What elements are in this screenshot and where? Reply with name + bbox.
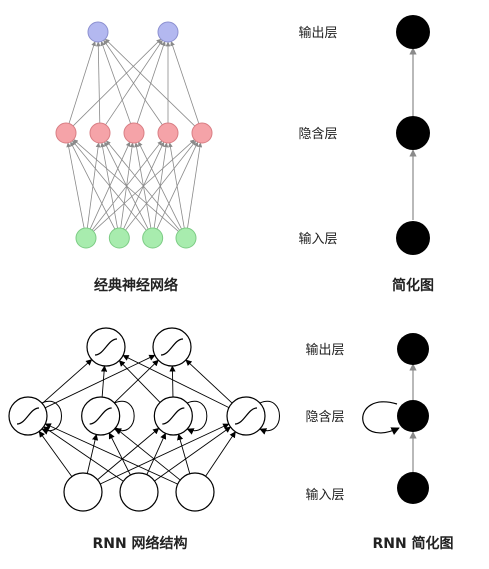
rnn-edge-hidden-output xyxy=(185,359,233,404)
rnn-simplified-diagram: 输出层 隐含层 输入层 xyxy=(305,333,429,504)
rnn-edge-input-hidden xyxy=(205,431,236,477)
edge-hidden-output xyxy=(68,41,96,124)
rnn-simplified-output-label: 输出层 xyxy=(305,342,344,358)
edge-input-hidden xyxy=(168,142,185,229)
hidden-node xyxy=(123,122,145,144)
rnn-input-node xyxy=(175,472,215,512)
rnn-simplified-hidden-node xyxy=(397,400,429,432)
rnn-edge-input-hidden xyxy=(38,430,73,477)
edge-input-hidden xyxy=(66,142,85,229)
rnn-edge-hidden-output xyxy=(41,359,93,404)
rnn-simplified-input-label: 输入层 xyxy=(305,487,344,503)
edge-hidden-output xyxy=(95,41,101,124)
input-node xyxy=(142,227,164,249)
rnn-recurrent-loop xyxy=(259,400,280,435)
rnn-edge-hidden-output xyxy=(122,354,230,409)
rnn-edge-input-hidden xyxy=(114,427,181,481)
rnn-simplified-hidden-label: 隐含层 xyxy=(305,409,344,425)
rnn-edge-input-hidden xyxy=(86,433,99,474)
edge-input-hidden xyxy=(73,139,179,232)
edge-hidden-output xyxy=(170,41,200,124)
sigmoid-icon xyxy=(16,407,40,425)
rnn-simplified-caption: RNN 简化图 xyxy=(372,535,453,552)
simplified-output-node xyxy=(396,15,430,49)
classic-network-caption: 经典神经网络 xyxy=(94,277,178,294)
rnn-edge-hidden-output xyxy=(114,359,159,404)
rnn-edge-hidden-output xyxy=(169,365,176,398)
rnn-edge-input-hidden xyxy=(97,427,160,481)
output-node xyxy=(87,21,109,43)
rnn-simplified-input-node xyxy=(397,472,429,504)
edge-input-hidden xyxy=(70,141,116,230)
rnn-simplified-output-node xyxy=(397,333,429,365)
rnn-recurrent-loop xyxy=(41,400,62,435)
rnn-edge-input-hidden xyxy=(154,426,232,482)
rnn-network-diagram xyxy=(8,327,280,512)
rnn-edge-input-hidden xyxy=(146,432,167,475)
edge-hidden-output xyxy=(136,41,166,124)
hidden-node xyxy=(89,122,111,144)
rnn-input-node xyxy=(63,472,103,512)
simplified-hidden-node xyxy=(396,116,430,150)
simplified-hidden-label: 隐含层 xyxy=(298,126,337,142)
sigmoid-icon xyxy=(89,407,112,425)
hidden-node xyxy=(157,122,179,144)
edge-input-hidden xyxy=(138,141,182,230)
rnn-simplified-self-loop xyxy=(362,401,400,436)
rnn-network-caption: RNN 网络结构 xyxy=(92,535,187,552)
rnn-edge-input-hidden xyxy=(100,423,230,485)
rnn-edge-hidden-output xyxy=(118,360,161,403)
rnn-recurrent-loop xyxy=(186,400,208,435)
hidden-node xyxy=(55,122,77,144)
rnn-edge-input-hidden xyxy=(44,423,178,485)
rnn-edge-hidden-output xyxy=(100,365,108,398)
simplified-diagram: 输出层 隐含层 输入层 xyxy=(298,15,430,255)
edge-hidden-output xyxy=(72,38,162,127)
classic-network-diagram xyxy=(55,21,213,249)
rnn-recurrent-loop xyxy=(114,400,135,435)
sigmoid-icon xyxy=(160,338,184,356)
simplified-input-label: 输入层 xyxy=(298,231,337,247)
simplified-input-node xyxy=(396,221,430,255)
rnn-edge-input-hidden xyxy=(177,433,191,474)
simplified-output-label: 输出层 xyxy=(298,25,337,41)
rnn-edge-input-hidden xyxy=(43,426,124,482)
input-node xyxy=(75,227,97,249)
edge-input-hidden xyxy=(187,142,203,229)
sigmoid-icon xyxy=(234,407,258,425)
edge-input-hidden xyxy=(106,140,180,231)
hidden-node xyxy=(191,122,213,144)
rnn-input-node xyxy=(119,472,159,512)
edge-hidden-output xyxy=(103,39,163,126)
edge-input-hidden xyxy=(72,140,147,231)
output-node xyxy=(157,21,179,43)
simplified-caption: 简化图 xyxy=(392,277,434,294)
rnn-edge-input-hidden xyxy=(108,432,131,476)
edge-hidden-output xyxy=(104,38,196,127)
input-node xyxy=(108,227,130,249)
edge-hidden-output xyxy=(100,40,132,124)
sigmoid-icon xyxy=(162,407,185,425)
rnn-edge-hidden-output xyxy=(44,354,156,409)
edge-hidden-output xyxy=(105,39,163,125)
input-node xyxy=(175,227,197,249)
sigmoid-icon xyxy=(94,338,118,356)
